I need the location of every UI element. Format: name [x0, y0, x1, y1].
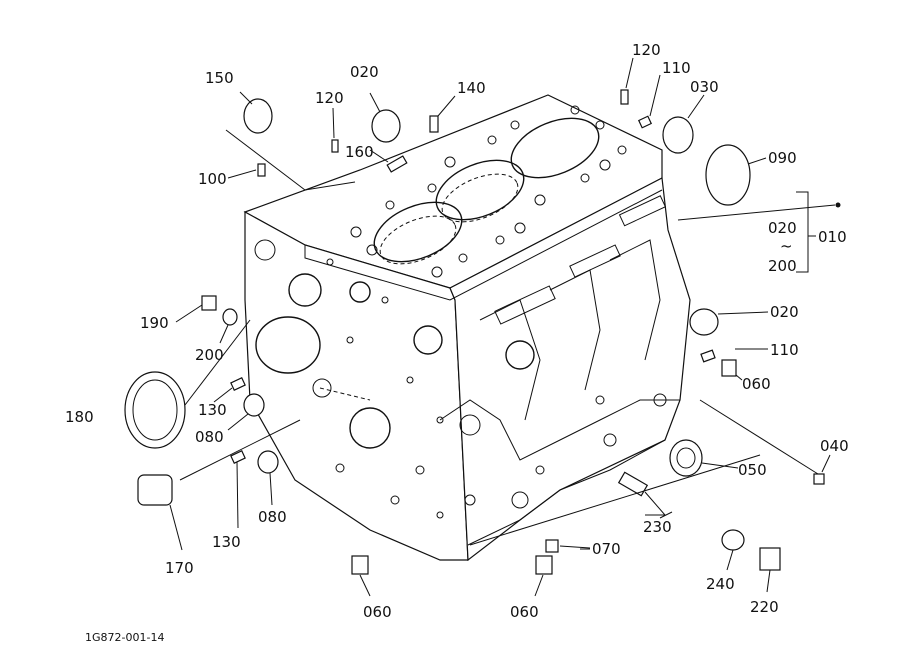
pin-130-lower: [230, 450, 246, 464]
plug-050: [669, 439, 703, 477]
washer-200: [222, 308, 238, 326]
plug-080-upper: [243, 393, 265, 417]
plug-150: [243, 98, 273, 134]
plug-070: [545, 539, 559, 553]
callout-tilde: ~: [780, 237, 793, 255]
callout-200-range: 200: [768, 257, 797, 275]
plug-020-top: [371, 109, 401, 143]
callout-150: 150: [205, 69, 234, 87]
plug-040: [813, 473, 825, 485]
callout-labels: 150 020 140 120 120 110 030 160 100 090 …: [65, 41, 849, 621]
plug-080-lower: [257, 450, 279, 474]
plug-060-bottom-mid: [535, 555, 553, 575]
callout-220: 220: [750, 598, 779, 616]
leader-lines: [169, 57, 841, 597]
callout-170: 170: [165, 559, 194, 577]
plug-060-bottom-left: [351, 555, 369, 575]
callout-030: 030: [690, 78, 719, 96]
callout-230: 230: [643, 518, 672, 536]
callout-180: 180: [65, 408, 94, 426]
callout-110-right: 110: [770, 341, 799, 359]
plug-090: [705, 144, 751, 206]
seal-180: [124, 371, 186, 449]
callout-020-right: 020: [770, 303, 799, 321]
pin-120-right: [620, 89, 629, 105]
callout-020-range: 020: [768, 219, 797, 237]
callout-080-lower: 080: [258, 508, 287, 526]
bolt-160: [386, 155, 408, 173]
bolt-190: [201, 295, 217, 311]
callout-070: 070: [592, 540, 621, 558]
callout-060-right: 060: [742, 375, 771, 393]
callout-090: 090: [768, 149, 797, 167]
callout-160: 160: [345, 143, 374, 161]
callout-100: 100: [198, 170, 227, 188]
washer-240: [721, 529, 745, 551]
sensor-230: [617, 471, 649, 497]
plug-020-right: [689, 308, 719, 336]
plug-030: [662, 116, 694, 154]
cylinder-block: [243, 94, 691, 562]
callout-190: 190: [140, 314, 169, 332]
callout-200: 200: [195, 346, 224, 364]
pin-110-top: [637, 115, 653, 129]
pin-140: [429, 115, 439, 133]
callout-050: 050: [738, 461, 767, 479]
parts: [124, 89, 825, 575]
callout-060-bottom-mid: 060: [510, 603, 539, 621]
callout-040: 040: [820, 437, 849, 455]
drawing-number: 1G872-001-14: [85, 631, 164, 644]
plug-060-right: [721, 359, 737, 377]
callout-120-left: 120: [315, 89, 344, 107]
callout-080-upper: 080: [195, 428, 224, 446]
callout-020-top: 020: [350, 63, 379, 81]
callout-130-lower: 130: [212, 533, 241, 551]
bushing-170: [137, 474, 173, 506]
callout-120-right: 120: [632, 41, 661, 59]
callout-060-bottom-left: 060: [363, 603, 392, 621]
callout-140: 140: [457, 79, 486, 97]
pin-120-left: [331, 139, 339, 153]
drain-plug-220: [759, 547, 781, 571]
pin-100: [257, 163, 266, 177]
callout-010: 010: [818, 228, 847, 246]
callout-240: 240: [706, 575, 735, 593]
pin-110-right: [700, 349, 716, 363]
pin-130-upper: [230, 377, 246, 391]
callout-130-upper: 130: [198, 401, 227, 419]
callout-110-top: 110: [662, 59, 691, 77]
